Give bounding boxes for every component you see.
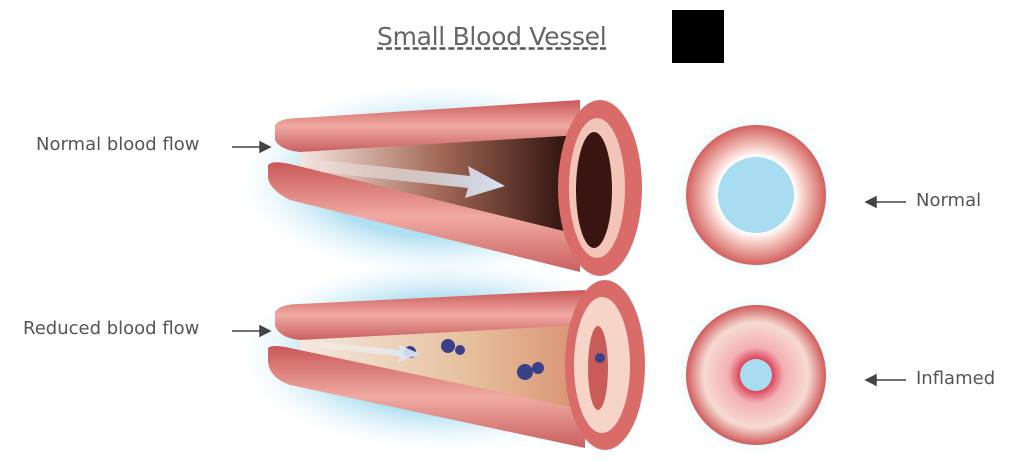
label-inflamed: Inflamed — [916, 368, 995, 389]
label-normal: Normal — [916, 190, 981, 211]
normal-cross-section — [676, 115, 836, 275]
label-normal-blood-flow: Normal blood flow — [36, 134, 200, 155]
inflamed-cross-section — [676, 295, 836, 455]
label-reduced-blood-flow: Reduced blood flow — [23, 318, 199, 339]
normal-vessel — [240, 85, 642, 276]
reduced-vessel — [240, 260, 650, 450]
